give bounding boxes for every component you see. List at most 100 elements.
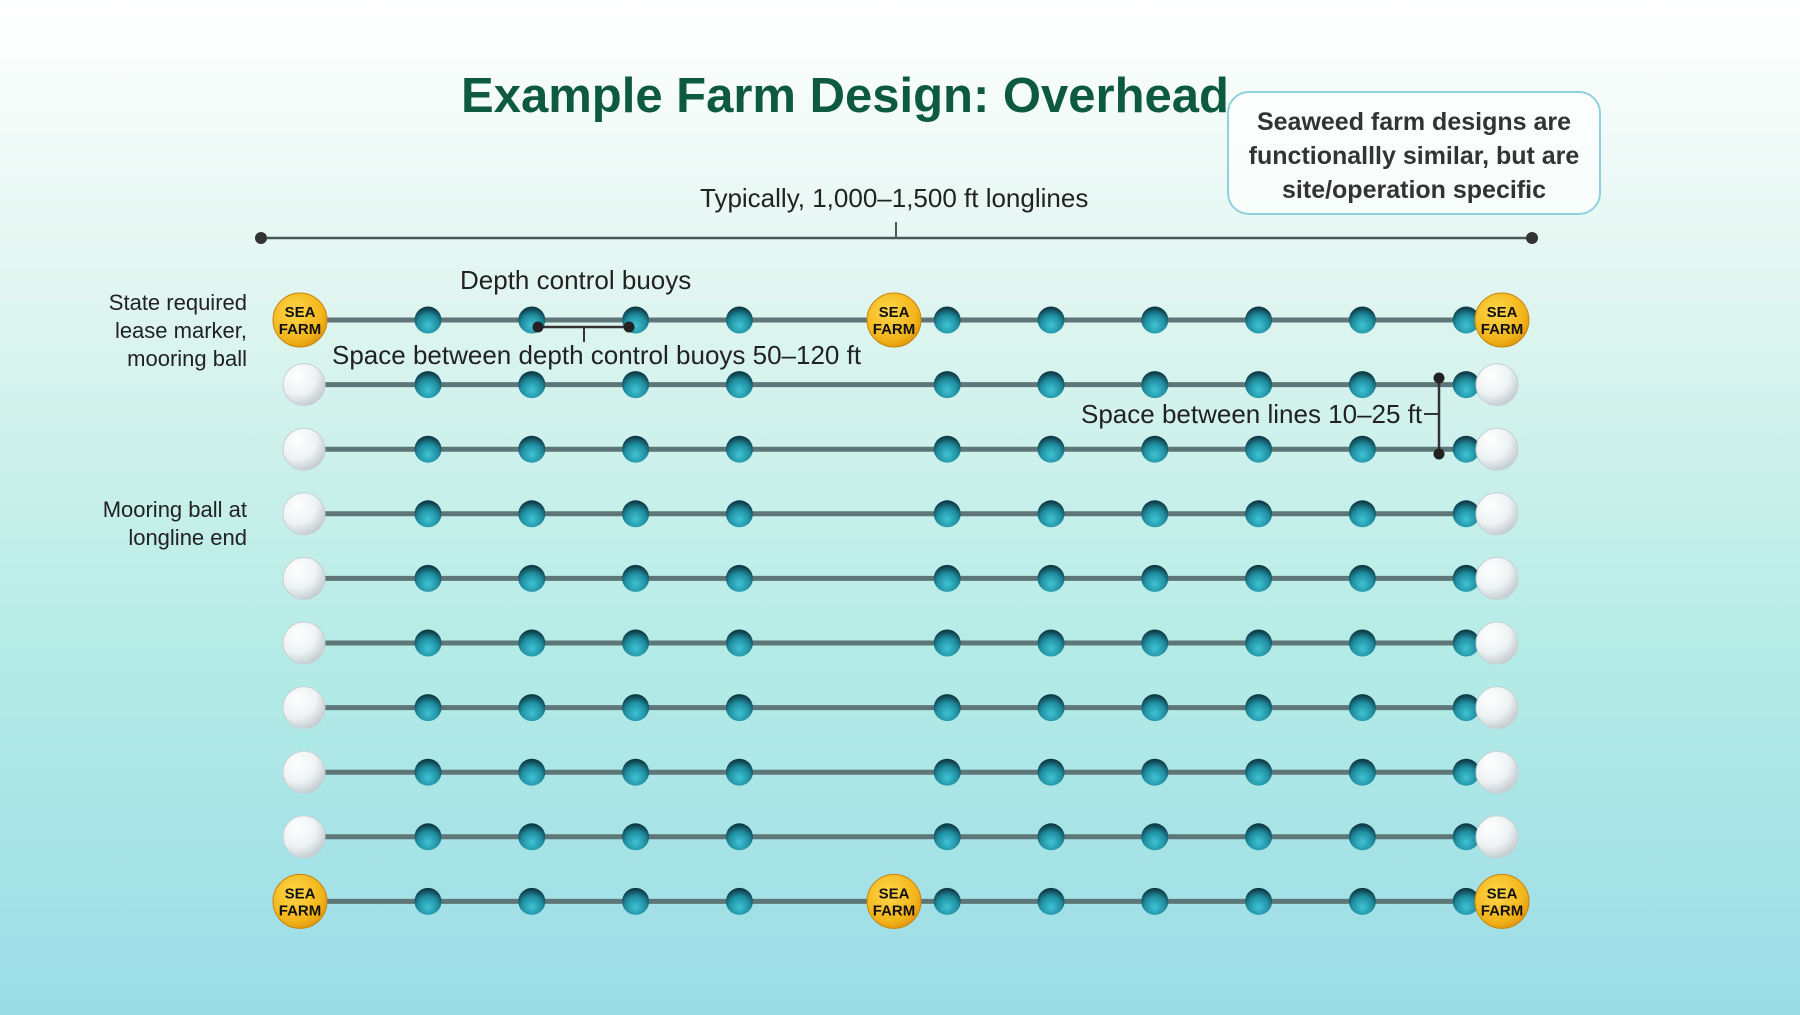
depth-control-buoy xyxy=(518,435,546,463)
marker-text-sea: SEA xyxy=(879,304,910,321)
depth-control-buoy xyxy=(1348,694,1376,722)
depth-control-buoy xyxy=(725,694,753,722)
depth-control-buoy xyxy=(1141,887,1169,915)
depth-control-buoy xyxy=(933,564,961,592)
bracket-end-dot xyxy=(1433,448,1445,460)
depth-control-buoy xyxy=(1245,629,1273,657)
mooring-ball xyxy=(1475,492,1519,536)
depth-control-buoy xyxy=(1348,629,1376,657)
depth-control-buoy xyxy=(414,823,442,851)
depth-control-buoy xyxy=(622,758,650,786)
depth-control-buoy xyxy=(518,887,546,915)
mooring-ball xyxy=(1475,815,1519,859)
depth-control-buoy xyxy=(1348,500,1376,528)
depth-control-buoy xyxy=(1452,758,1480,786)
depth-control-buoy xyxy=(414,694,442,722)
depth-control-buoy xyxy=(725,306,753,334)
depth-control-buoy xyxy=(1245,500,1273,528)
bracket-end-dot xyxy=(623,321,635,333)
depth-control-buoy xyxy=(1348,564,1376,592)
depth-control-buoy xyxy=(933,371,961,399)
depth-control-buoy xyxy=(1037,629,1065,657)
depth-control-buoy xyxy=(1245,371,1273,399)
diagram-title: Example Farm Design: Overhead xyxy=(461,69,1229,123)
depth-control-buoy xyxy=(1037,823,1065,851)
depth-control-buoy xyxy=(725,823,753,851)
depth-control-buoy xyxy=(1348,887,1376,915)
depth-control-buoy xyxy=(1245,694,1273,722)
depth-control-buoy xyxy=(1452,694,1480,722)
depth-control-buoy xyxy=(725,564,753,592)
depth-control-buoy xyxy=(1348,435,1376,463)
marker-text-farm: FARM xyxy=(279,902,322,919)
depth-control-buoy xyxy=(622,823,650,851)
mooring-ball xyxy=(1475,363,1519,407)
depth-control-buoy xyxy=(1452,306,1480,334)
note-box: Seaweed farm designs are functionallly s… xyxy=(1227,91,1601,215)
depth-control-buoy xyxy=(1452,887,1480,915)
depth-control-buoy xyxy=(725,371,753,399)
depth-control-buoy xyxy=(518,500,546,528)
depth-control-buoy xyxy=(1141,694,1169,722)
mooring-ball xyxy=(1475,686,1519,730)
marker-text-sea: SEA xyxy=(1487,885,1518,902)
depth-control-buoy xyxy=(725,758,753,786)
buoy-spacing-label: Space between depth control buoys 50–120… xyxy=(332,340,862,370)
depth-control-buoy xyxy=(518,694,546,722)
depth-control-buoy xyxy=(1452,371,1480,399)
lease-marker-label: State required lease marker, mooring bal… xyxy=(108,290,247,371)
depth-control-buoy xyxy=(622,629,650,657)
depth-control-buoy xyxy=(414,758,442,786)
depth-control-buoy xyxy=(414,887,442,915)
bracket-end-dot xyxy=(1433,372,1445,384)
mooring-ball xyxy=(282,363,326,407)
marker-text-farm: FARM xyxy=(873,902,916,919)
depth-control-buoy xyxy=(1245,887,1273,915)
mooring-ball xyxy=(282,686,326,730)
mooring-ball xyxy=(1475,427,1519,471)
depth-control-buoy xyxy=(1348,371,1376,399)
depth-control-buoy xyxy=(1452,564,1480,592)
depth-control-buoy xyxy=(518,371,546,399)
marker-text-sea: SEA xyxy=(285,304,316,321)
depth-control-buoys-label: Depth control buoys xyxy=(460,265,692,295)
depth-control-buoy xyxy=(1141,564,1169,592)
depth-control-buoy xyxy=(622,564,650,592)
mooring-ball xyxy=(1475,621,1519,665)
mooring-ball xyxy=(282,815,326,859)
mooring-ball xyxy=(1475,556,1519,600)
depth-control-buoy xyxy=(1245,435,1273,463)
note-text: Seaweed farm designs are functionallly s… xyxy=(1248,108,1580,204)
depth-control-buoy xyxy=(1037,887,1065,915)
depth-control-buoy xyxy=(933,758,961,786)
depth-control-buoy xyxy=(622,435,650,463)
depth-control-buoy xyxy=(725,500,753,528)
depth-control-buoy xyxy=(1245,564,1273,592)
mooring-ball xyxy=(282,556,326,600)
depth-control-buoy xyxy=(1245,758,1273,786)
marker-text-farm: FARM xyxy=(279,321,322,338)
mooring-ball xyxy=(282,427,326,471)
mooring-ball xyxy=(1475,750,1519,794)
depth-control-buoy xyxy=(725,435,753,463)
longlines: SEAFARMSEAFARMSEAFARMSEAFARMSEAFARMSEAFA… xyxy=(272,292,1530,929)
marker-text-farm: FARM xyxy=(1481,902,1524,919)
mooring-ball-label: Mooring ball at longline end xyxy=(102,497,247,550)
depth-control-buoy xyxy=(1245,823,1273,851)
depth-control-buoy xyxy=(414,500,442,528)
depth-control-buoy xyxy=(518,629,546,657)
depth-control-buoy xyxy=(933,435,961,463)
depth-control-buoy xyxy=(518,823,546,851)
depth-control-buoy xyxy=(1245,306,1273,334)
depth-control-buoy xyxy=(414,306,442,334)
depth-control-buoy xyxy=(1037,435,1065,463)
depth-control-buoy xyxy=(1037,306,1065,334)
depth-control-buoy xyxy=(1141,371,1169,399)
depth-control-buoy xyxy=(1141,435,1169,463)
